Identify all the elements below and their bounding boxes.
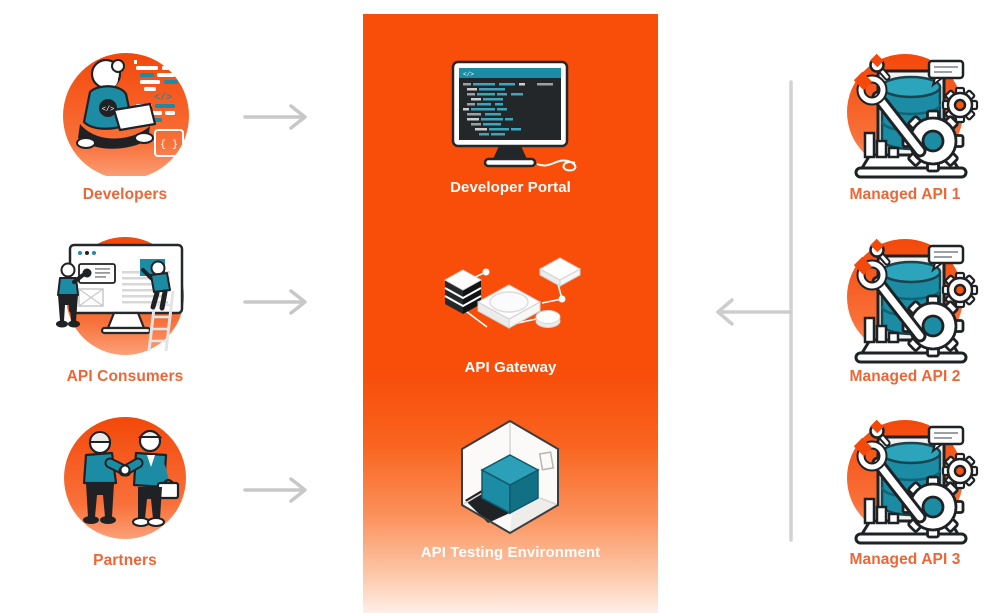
arrow-right-icon <box>243 289 307 315</box>
svg-text:</>: </> <box>102 106 115 114</box>
managed-api-2-label: Managed API 2 <box>849 368 961 385</box>
svg-text:</>: </> <box>463 71 474 78</box>
api-testing-illustration <box>461 419 559 535</box>
arrow-left-connector-icon <box>716 80 793 542</box>
svg-text:</>: </> <box>154 92 172 104</box>
managed-api-1-illustration <box>832 49 982 189</box>
managed-api-1-label: Managed API 1 <box>849 186 961 203</box>
api-gateway-illustration <box>443 257 582 329</box>
arrow-right-icon <box>243 477 307 503</box>
api-consumers-label: API Consumers <box>66 368 184 385</box>
arrow-right-icon <box>243 104 307 130</box>
api-gateway-label: API Gateway <box>464 359 557 376</box>
api-testing-label: API Testing Environment <box>420 544 601 561</box>
partners-illustration <box>64 417 186 539</box>
managed-api-2-illustration <box>832 234 982 374</box>
center-panel: </> Developer Portal <box>363 14 658 613</box>
developers-label: Developers <box>82 186 168 203</box>
managed-api-3-label: Managed API 3 <box>849 551 961 568</box>
developer-portal-illustration: </> <box>451 60 577 172</box>
svg-text:{ }: { } <box>160 139 178 151</box>
api-consumers-illustration <box>56 237 184 355</box>
developers-illustration: </> { } </> <box>63 53 189 176</box>
managed-api-3-illustration <box>832 415 982 555</box>
developer-portal-label: Developer Portal <box>450 179 571 196</box>
partners-label: Partners <box>93 552 157 569</box>
